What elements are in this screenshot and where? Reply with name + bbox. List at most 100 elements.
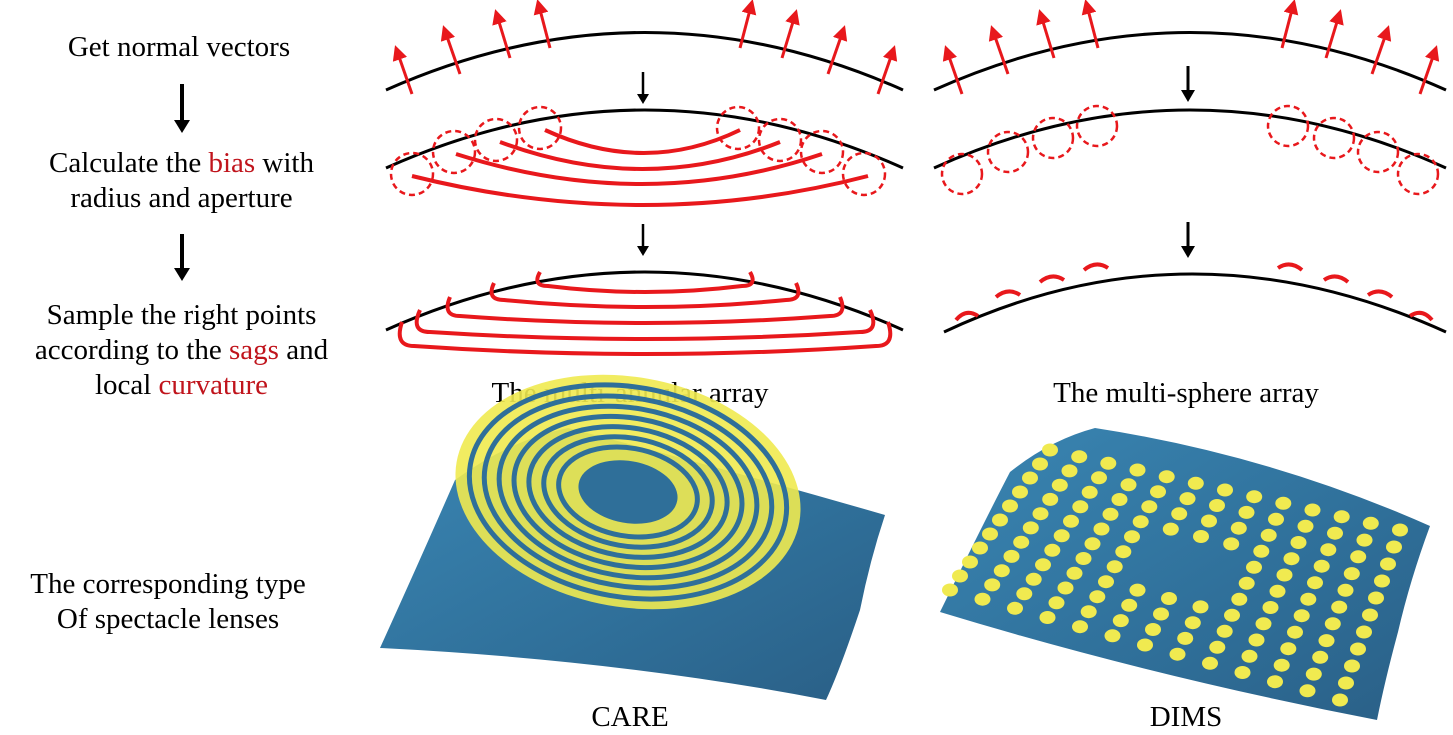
dims-dot bbox=[1337, 583, 1354, 597]
lens-name-care: CARE bbox=[591, 701, 669, 733]
step2-line2: radius and aperture bbox=[70, 182, 293, 214]
dims-dot bbox=[1145, 623, 1161, 636]
dims-dot bbox=[1141, 500, 1158, 514]
dims-dot bbox=[1255, 617, 1272, 631]
dims-dot bbox=[1193, 530, 1209, 543]
dims-dot bbox=[1192, 600, 1209, 614]
dims-dot bbox=[1129, 463, 1146, 477]
arc-sampled-right bbox=[943, 272, 1447, 334]
dims-dot bbox=[1132, 515, 1149, 529]
dims-dot bbox=[1081, 485, 1098, 499]
dims-dot bbox=[1187, 476, 1204, 490]
dims-dot bbox=[1012, 485, 1028, 499]
normal-arrows-left bbox=[392, 0, 898, 95]
dims-dot bbox=[1106, 560, 1123, 574]
dims-dot bbox=[1300, 592, 1317, 606]
dims-dot bbox=[1313, 559, 1330, 573]
dims-dot bbox=[1162, 522, 1179, 536]
dims-dot bbox=[1042, 492, 1059, 506]
dims-dot bbox=[1344, 659, 1360, 673]
dims-dot bbox=[1042, 443, 1058, 457]
dims-dot bbox=[1035, 558, 1051, 572]
step2-highlight-bias: bias bbox=[208, 147, 256, 179]
dims-dot bbox=[1356, 625, 1372, 639]
flow-arrow-2 bbox=[174, 234, 190, 281]
step2-post: with bbox=[255, 147, 314, 179]
dims-dot bbox=[1253, 544, 1270, 558]
care-lens bbox=[380, 374, 885, 700]
dims-dot bbox=[1362, 608, 1378, 622]
flow-arrow-1 bbox=[174, 84, 190, 133]
dims-dot bbox=[1072, 620, 1088, 634]
dims-dot bbox=[974, 592, 991, 606]
bias-circles-left bbox=[389, 105, 887, 197]
dims-dot bbox=[1299, 684, 1316, 698]
step4-line1: The corresponding type bbox=[30, 568, 306, 600]
dims-dot bbox=[1184, 616, 1201, 630]
dims-lens bbox=[940, 428, 1430, 720]
dims-dot bbox=[952, 569, 968, 583]
dims-dot bbox=[1032, 507, 1049, 521]
dims-dot bbox=[1362, 516, 1379, 530]
dims-dot bbox=[1102, 507, 1119, 521]
bias-arcs-left bbox=[411, 128, 869, 207]
arc-sampled-left bbox=[385, 270, 904, 332]
dims-dot bbox=[1386, 540, 1402, 554]
down-arrow-right-2 bbox=[1181, 222, 1195, 258]
dims-dot bbox=[1091, 471, 1107, 485]
dims-dot bbox=[1111, 493, 1128, 506]
dims-dot bbox=[1368, 591, 1384, 605]
dims-dot bbox=[1169, 647, 1186, 661]
dims-dot bbox=[1318, 634, 1335, 648]
dims-dot bbox=[1002, 499, 1018, 513]
step3-line3-pre: local bbox=[94, 369, 159, 401]
sphere-bumps-right bbox=[954, 262, 1434, 322]
dims-dot bbox=[1217, 483, 1233, 497]
dims-dot bbox=[1231, 592, 1248, 606]
dims-dot bbox=[1161, 592, 1177, 605]
dims-dot bbox=[1297, 519, 1314, 533]
dims-dot bbox=[1350, 642, 1366, 656]
dims-dot bbox=[1312, 650, 1329, 664]
dims-dot bbox=[1230, 521, 1247, 535]
dims-dot bbox=[1153, 607, 1169, 621]
dims-dot bbox=[1287, 625, 1303, 639]
step1-text: Get normal vectors bbox=[67, 31, 291, 63]
dims-dot bbox=[1137, 638, 1153, 652]
dims-dot bbox=[1179, 492, 1196, 506]
dims-dot bbox=[962, 555, 978, 569]
dims-dot bbox=[1356, 533, 1373, 547]
dims-dot bbox=[1333, 510, 1350, 524]
dims-dot bbox=[1305, 667, 1322, 681]
step-calculate-bias: Calculate the bias with radius and apert… bbox=[0, 146, 363, 216]
dims-dot bbox=[1022, 471, 1038, 485]
dims-dot bbox=[942, 583, 958, 597]
dims-dot bbox=[1057, 581, 1074, 595]
dims-dot bbox=[1238, 505, 1255, 519]
down-arrow-right-1 bbox=[1181, 66, 1195, 102]
dims-dot bbox=[1234, 666, 1251, 679]
dims-dot bbox=[1209, 640, 1226, 654]
dims-dot bbox=[1080, 605, 1097, 619]
dims-dot bbox=[1007, 601, 1023, 615]
dims-dot bbox=[972, 541, 988, 555]
step-sample-points: Sample the right points according to the… bbox=[0, 298, 363, 403]
step3-line1: Sample the right points bbox=[46, 299, 317, 331]
dims-dot bbox=[1158, 470, 1175, 484]
dims-dot bbox=[1072, 500, 1089, 514]
dims-dot bbox=[982, 527, 998, 541]
bias-circles-right bbox=[940, 104, 1440, 196]
step3-line2-pre: according to the bbox=[34, 334, 229, 366]
dims-dot bbox=[1268, 512, 1284, 526]
dims-dot bbox=[1051, 478, 1068, 492]
dims-dot bbox=[1066, 566, 1083, 580]
dims-dot bbox=[1280, 642, 1297, 656]
dims-dot bbox=[1171, 507, 1188, 521]
dims-dot bbox=[1338, 676, 1354, 690]
dims-dot bbox=[993, 564, 1010, 578]
step-get-normal-vectors: Get normal vectors bbox=[20, 30, 338, 65]
dims-dot bbox=[1100, 456, 1117, 470]
dims-dot bbox=[1022, 521, 1039, 535]
dims-dot bbox=[1124, 530, 1140, 544]
